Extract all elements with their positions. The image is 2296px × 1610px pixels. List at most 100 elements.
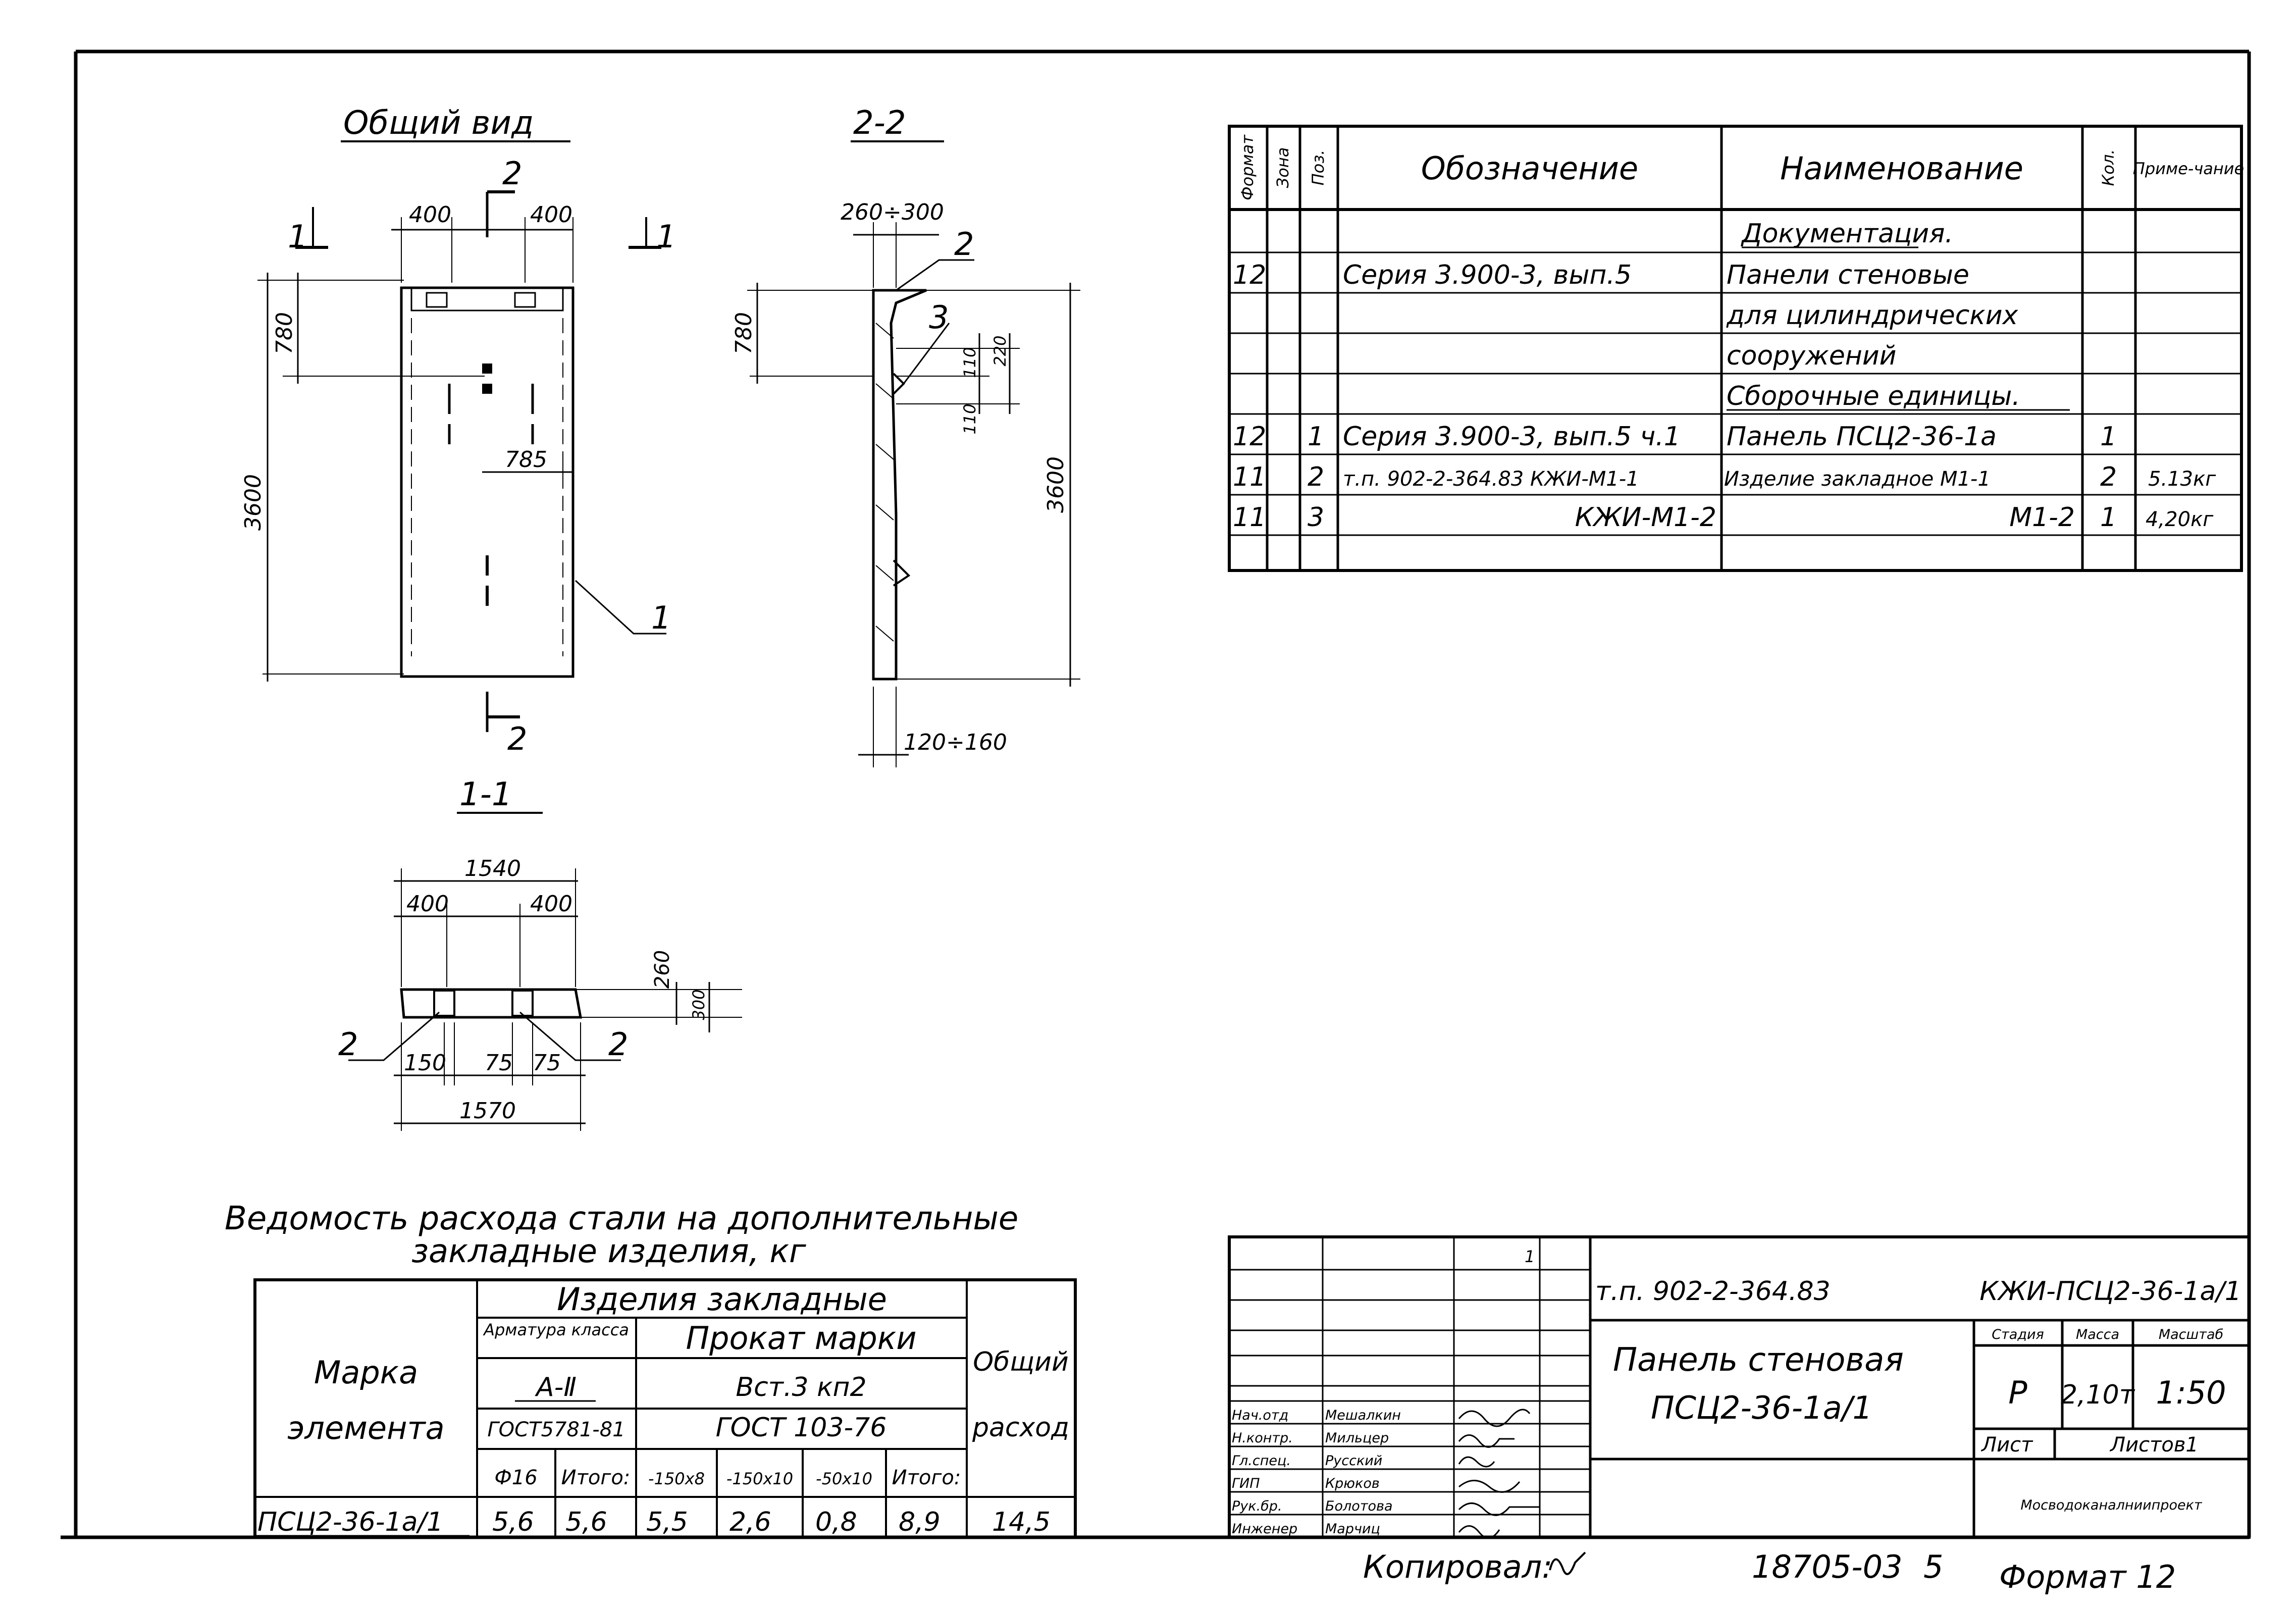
spec-row-5-name: Панель ПСЦ2-36-1а <box>1727 422 1997 452</box>
dim-260-300: 260÷300 <box>841 199 944 225</box>
dim-1540: 1540 <box>464 856 521 881</box>
spec-row-7-designation: КЖИ-М1-2 <box>1575 502 1716 533</box>
leader-pos-2-right: 2 <box>608 1026 628 1063</box>
header-pos: Поз. <box>1309 150 1328 186</box>
revision-mark: 1 <box>1525 1247 1535 1266</box>
staff-role-0: Нач.отд <box>1232 1408 1288 1423</box>
row-mark: ПСЦ2-36-1а/1 <box>257 1507 443 1537</box>
dim-110-bottom: 110 <box>960 403 979 434</box>
spec-row-7-name: М1-2 <box>2009 502 2075 533</box>
mass-value: 2,10т <box>2061 1380 2135 1410</box>
dim-400-right-1-1: 400 <box>530 891 572 917</box>
header-format: Формат <box>1238 134 1257 200</box>
cut-mark-1-left: 1 <box>288 218 307 255</box>
spec-row-1-designation: Серия 3.900-3, вып.5 <box>1343 260 1632 290</box>
row-rolled-total: 8,9 <box>899 1507 941 1537</box>
dim-1570: 1570 <box>459 1098 516 1124</box>
section-2-2-profile <box>872 289 927 681</box>
page-number: 5 <box>1923 1548 1943 1585</box>
header-embedded-items: Изделия закладные <box>557 1281 887 1318</box>
section-2-2: 2-2 260÷300 2 780 3600 110 <box>731 105 1080 767</box>
spec-row-7-pos: 3 <box>1308 502 1324 533</box>
staff-role-1: Н.контр. <box>1232 1430 1293 1446</box>
general-view-title: Общий вид <box>343 105 534 142</box>
section-1-1-profile <box>400 988 582 1019</box>
spec-row-6-designation: т.п. 902-2-364.83 КЖИ-М1-1 <box>1343 468 1639 491</box>
spec-row-4-name: Сборочные единицы. <box>1727 381 2020 411</box>
header-name: Наименование <box>1780 150 2023 187</box>
staff-name-2: Русский <box>1325 1453 1382 1469</box>
organization: Мосводоканалниипроект <box>2020 1497 2203 1513</box>
staff-role-5: Инженер <box>1232 1521 1297 1537</box>
dim-75-right: 75 <box>533 1050 561 1076</box>
header-designation: Обозначение <box>1421 150 1638 187</box>
staff-role-3: ГИП <box>1232 1476 1260 1491</box>
dim-400-left: 400 <box>409 202 451 228</box>
spec-row-6-qty: 2 <box>2100 462 2117 492</box>
sub-header-rebar-total: Итого: <box>561 1466 631 1489</box>
dim-780: 780 <box>272 312 297 354</box>
staff-role-4: Рук.бр. <box>1232 1498 1282 1514</box>
format-label: Формат 12 <box>1999 1559 2176 1595</box>
cut-mark-2-top: 2 <box>502 155 522 192</box>
steel-table-title-2: закладные изделия, кг <box>411 1233 806 1270</box>
row-rebar-total: 5,6 <box>565 1507 607 1537</box>
section-2-2-title: 2-2 <box>853 105 906 142</box>
sub-header-d16: Ф16 <box>494 1466 537 1489</box>
spec-row-6-note: 5.13кг <box>2148 468 2216 491</box>
row-total: 14,5 <box>992 1507 1051 1537</box>
dim-780-section: 780 <box>731 312 757 354</box>
staff-name-1: Мильцер <box>1325 1430 1389 1446</box>
embed-m1-2 <box>482 363 492 374</box>
spec-row-6-pos: 2 <box>1308 462 1324 492</box>
spec-row-7-format: 11 <box>1233 502 1266 533</box>
dim-120-160: 120÷160 <box>904 730 1007 755</box>
staff-role-2: Гл.спец. <box>1232 1453 1291 1469</box>
stage-value: Р <box>2008 1374 2027 1411</box>
col-mark-line2: элемента <box>287 1410 444 1446</box>
spec-row-5-qty: 1 <box>2100 422 2117 452</box>
inventory-number: 18705-03 <box>1752 1548 1903 1585</box>
staff-name-5: Марчиц <box>1325 1521 1380 1537</box>
sheet-footer: Копировал: 18705-03 5 Формат 12 <box>1363 1548 2176 1595</box>
row-150x8: 5,5 <box>646 1507 688 1537</box>
section-1-1: 1-1 1540 400 400 260 300 150 75 75 1570 <box>338 776 742 1131</box>
dim-75-left: 75 <box>485 1050 513 1076</box>
row-50x10: 0,8 <box>815 1507 857 1537</box>
sub-header-rolled-total: Итого: <box>892 1466 961 1489</box>
embed-m1-right <box>514 292 536 308</box>
col-mark-line1: Марка <box>314 1354 418 1391</box>
label-scale: Масштаб <box>2159 1327 2223 1342</box>
leader-pos-2: 2 <box>954 226 974 263</box>
dim-300-1-1: 300 <box>689 989 708 1020</box>
spec-row-1-name: Панели стеновые <box>1727 260 1969 290</box>
spec-row-5-designation: Серия 3.900-3, вып.5 ч.1 <box>1343 422 1681 452</box>
doc-code: т.п. 902-2-364.83 <box>1595 1276 1831 1307</box>
leader-pos-2-left: 2 <box>338 1026 358 1063</box>
dim-260-1-1: 260 <box>651 950 674 989</box>
spec-row-1-format: 12 <box>1233 260 1266 290</box>
label-stage: Стадия <box>1992 1327 2044 1342</box>
spec-row-3-name: сооружений <box>1727 341 1896 371</box>
embed-m1-left <box>426 292 448 308</box>
drawing-name-line1: Панель стеновая <box>1613 1341 1904 1379</box>
dim-785: 785 <box>505 447 547 473</box>
copier-signature <box>1549 1551 1586 1575</box>
header-zone: Зона <box>1273 147 1292 188</box>
section-1-1-title: 1-1 <box>459 776 512 813</box>
dim-220: 220 <box>990 335 1010 366</box>
label-sheet: Лист <box>1980 1433 2033 1457</box>
sub-header-150x8: -150х8 <box>648 1469 705 1488</box>
steel-table-title-1: Ведомость расхода стали на дополнительны… <box>225 1200 1018 1237</box>
row-d16: 5,6 <box>492 1507 534 1537</box>
specification-table: Формат Зона Поз. Обозначение Наименовани… <box>1228 125 2244 572</box>
spec-row-5-pos: 1 <box>1308 422 1324 452</box>
spec-row-7-note: 4,20кг <box>2146 508 2214 531</box>
general-view: Общий вид 1 1 2 2 400 <box>240 105 676 757</box>
dim-150: 150 <box>404 1050 446 1076</box>
label-sheets-total: Листов1 <box>2109 1433 2199 1457</box>
rolled-grade-value: Вст.3 кп2 <box>736 1372 866 1403</box>
header-qty: Кол. <box>2099 149 2118 186</box>
leader-pos-1: 1 <box>651 599 671 636</box>
